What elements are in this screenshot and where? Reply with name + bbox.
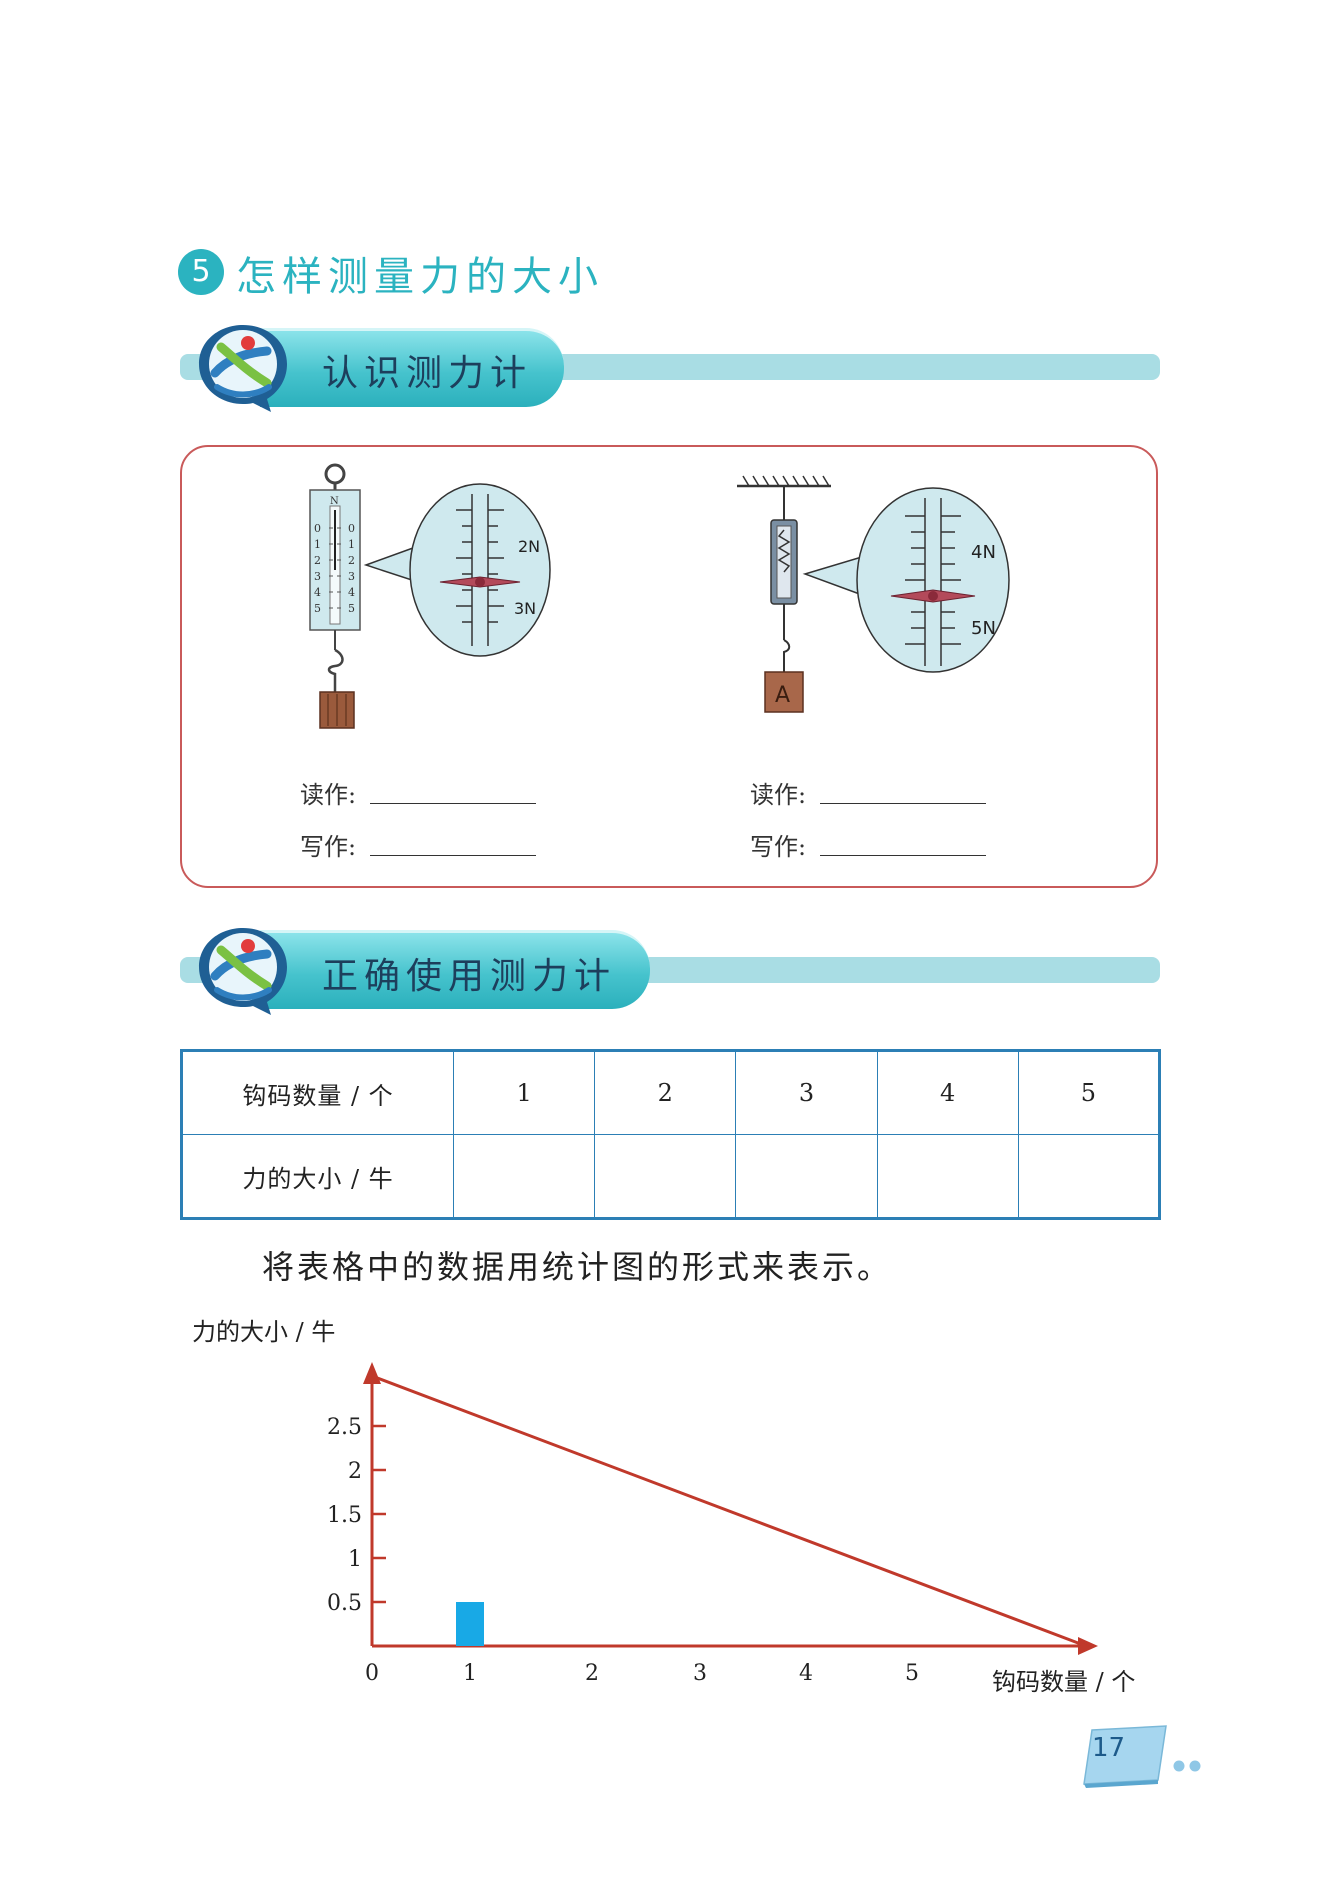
instruction-text: 将表格中的数据用统计图的形式来表示。 [262, 1248, 893, 1286]
section1-logo-icon [199, 325, 287, 412]
scale2-callout-lower: 5N [971, 618, 996, 639]
scale1-right-5: 5 [348, 602, 355, 615]
scale1-right-3: 3 [348, 570, 355, 583]
y-axis-arrow [363, 1362, 381, 1384]
x-tick-label: 0 [365, 1661, 379, 1686]
table-row: 力的大小 / 牛 [181, 1134, 1161, 1219]
scale1-right-2: 2 [348, 554, 355, 567]
scale1-left-5: 5 [314, 602, 321, 615]
scale1-write-blank[interactable] [370, 855, 536, 856]
scale1-unit-n: N [330, 496, 339, 507]
section2-title: 正确使用测力计 [322, 956, 617, 997]
row2-cell[interactable] [876, 1134, 1019, 1219]
spring-scale-box [180, 445, 1158, 888]
x-tick-label: 1 [463, 1661, 477, 1686]
row2-cell[interactable] [1017, 1134, 1161, 1219]
y-tick-label: 1.5 [327, 1503, 362, 1528]
x-axis-arrow [1078, 1637, 1098, 1655]
scale1-callout-lower: 3N [514, 599, 536, 618]
lesson-number-badge: 5 [178, 249, 224, 295]
y-tick-label: 2 [348, 1459, 362, 1484]
table-row: 钩码数量 / 个 1 2 3 4 5 [181, 1050, 1161, 1135]
page-number-badge [1083, 1725, 1201, 1788]
y-tick-label: 1 [348, 1547, 362, 1572]
scale1-left-4: 4 [314, 586, 321, 599]
scale2-block-label: A [775, 683, 790, 708]
section1-title: 认识测力计 [322, 353, 533, 394]
scale2-write-blank[interactable] [820, 855, 986, 856]
scale1-left-0: 0 [314, 522, 321, 535]
scale1-read-label: 读作: [300, 781, 357, 809]
scale1-read-blank[interactable] [370, 803, 536, 804]
spring-scale-2-figure: A 4N 5N [737, 475, 1010, 713]
scale2-read-label: 读作: [750, 781, 807, 809]
section1-pill [260, 328, 564, 407]
scale2-write-label: 写作: [750, 833, 807, 861]
data-table: 钩码数量 / 个 1 2 3 4 5 力的大小 / 牛 [180, 1049, 1161, 1220]
spring-scale-1-figure: N 0 1 2 3 4 5 0 1 2 3 4 5 [309, 463, 551, 729]
y-axis-label: 力的大小 / 牛 [192, 1318, 335, 1346]
y-tick-label: 0.5 [327, 1591, 362, 1616]
bar [456, 1602, 484, 1646]
scale2-callout-upper: 4N [971, 542, 996, 563]
row2-cell[interactable] [594, 1134, 737, 1219]
row1-cell: 2 [594, 1050, 737, 1135]
row2-cell[interactable] [735, 1134, 878, 1219]
scale1-right-0: 0 [348, 522, 355, 535]
page-number: 17 [1092, 1733, 1126, 1763]
row1-cell: 3 [735, 1050, 878, 1135]
row1-cell: 5 [1017, 1050, 1161, 1135]
scale1-left-3: 3 [314, 570, 321, 583]
row2-header: 力的大小 / 牛 [181, 1134, 454, 1219]
x-tick-label: 3 [693, 1661, 707, 1686]
x-tick-label: 2 [585, 1661, 599, 1686]
scale1-left-1: 1 [314, 538, 321, 551]
row1-header: 钩码数量 / 个 [181, 1050, 454, 1135]
y-tick-label: 2.5 [327, 1415, 362, 1440]
row1-cell: 4 [876, 1050, 1019, 1135]
x-axis-label: 钩码数量 / 个 [992, 1668, 1135, 1696]
lesson-title: 怎样测量力的大小 [236, 254, 604, 300]
section2-logo-icon [199, 928, 287, 1015]
row1-cell: 1 [452, 1050, 596, 1135]
x-tick-label: 5 [905, 1661, 919, 1686]
section2-pill [260, 930, 650, 1009]
diagonal-line [371, 1374, 1087, 1648]
scale2-read-blank[interactable] [820, 803, 986, 804]
row2-cell[interactable] [452, 1134, 596, 1219]
scale1-callout-upper: 2N [518, 537, 540, 556]
scale1-left-2: 2 [314, 554, 321, 567]
x-tick-label: 4 [799, 1661, 813, 1686]
scale1-right-4: 4 [348, 586, 355, 599]
scale1-right-1: 1 [348, 538, 355, 551]
scale1-write-label: 写作: [300, 833, 357, 861]
